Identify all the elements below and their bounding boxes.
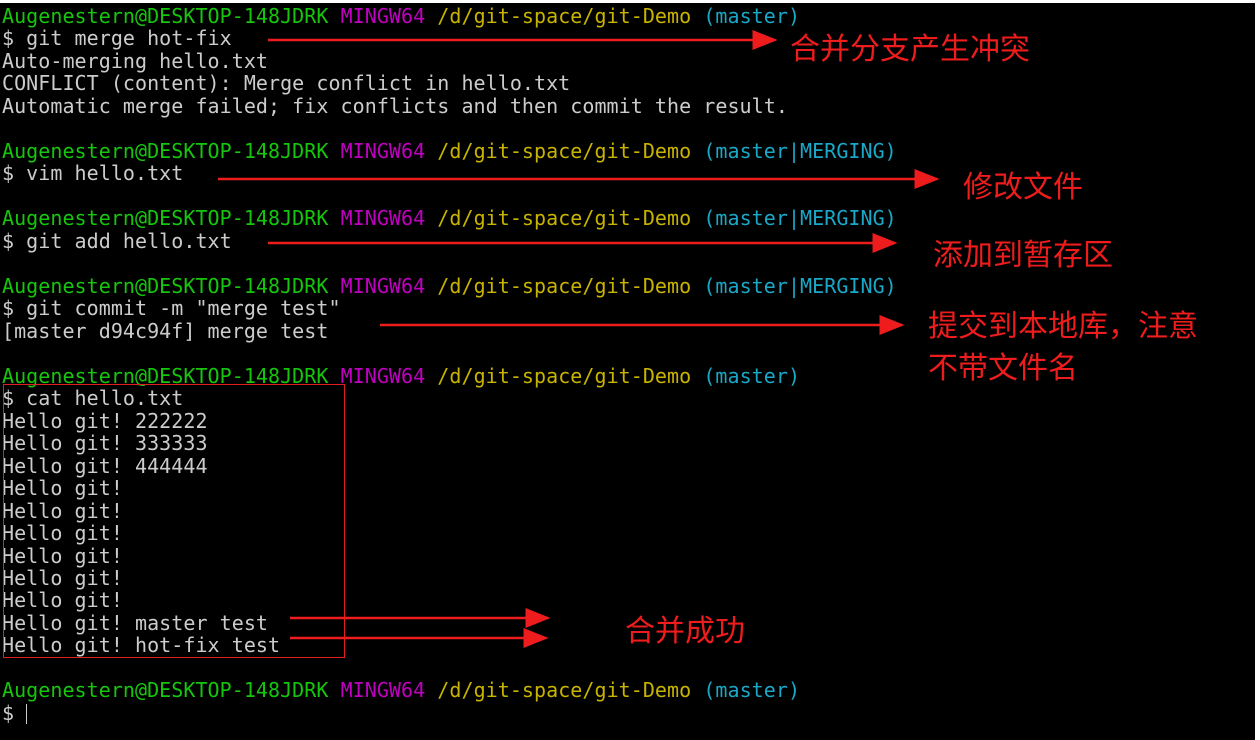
file-content-line: Hello git!: [2, 566, 123, 590]
prompt-user: Augenestern@DESKTOP-148JDRK: [2, 678, 329, 703]
prompt-shell: MINGW64: [340, 138, 426, 163]
annotation-edit-file: 修改文件: [963, 170, 1083, 205]
prompt-shell: MINGW64: [340, 678, 426, 703]
prompt-branch: (master): [703, 363, 801, 388]
prompt-line: Augenestern@DESKTOP-148JDRK MINGW64 /d/g…: [2, 140, 897, 162]
prompt-shell: MINGW64: [340, 273, 426, 298]
annotation-commit-note: 不带文件名: [928, 351, 1078, 386]
output-line: Automatic merge failed; fix conflicts an…: [2, 93, 788, 118]
file-content-line: Hello git! 222222: [2, 408, 208, 433]
file-content-line: Hello git! hot-fix test: [2, 633, 281, 658]
prompt-path: /d/git-space/git-Demo: [437, 138, 692, 163]
prompt-line: Augenestern@DESKTOP-148JDRK MINGW64 /d/g…: [2, 207, 897, 229]
prompt-shell: MINGW64: [340, 363, 426, 388]
command-line: $ cat hello.txt: [2, 386, 184, 411]
prompt-line: Augenestern@DESKTOP-148JDRK MINGW64 /d/g…: [2, 679, 800, 701]
command-line: $ git merge hot-fix: [2, 26, 232, 51]
prompt-branch: (master): [703, 678, 801, 703]
prompt-user: Augenestern@DESKTOP-148JDRK: [2, 138, 329, 163]
command-line: $ vim hello.txt: [2, 161, 184, 186]
annotation-merge-success: 合并成功: [625, 614, 745, 649]
file-content-line: Hello git!: [2, 498, 123, 523]
annotation-stage: 添加到暂存区: [933, 238, 1113, 273]
prompt-path: /d/git-space/git-Demo: [437, 273, 692, 298]
prompt-user: Augenestern@DESKTOP-148JDRK: [2, 4, 329, 28]
annotation-commit: 提交到本地库，注意: [928, 309, 1198, 344]
command-line: $ git add hello.txt: [2, 228, 232, 253]
text-cursor: [26, 704, 28, 725]
output-line: Auto-merging hello.txt: [2, 48, 269, 73]
prompt-shell: MINGW64: [340, 206, 426, 231]
annotation-merge-conflict: 合并分支产生冲突: [790, 32, 1030, 67]
file-content-line: Hello git!: [2, 543, 123, 568]
prompt-user: Augenestern@DESKTOP-148JDRK: [2, 363, 329, 388]
prompt-path: /d/git-space/git-Demo: [437, 4, 692, 28]
file-content-line: Hello git! 444444: [2, 453, 208, 478]
prompt-user: Augenestern@DESKTOP-148JDRK: [2, 206, 329, 231]
prompt-shell: MINGW64: [340, 4, 426, 28]
prompt-user: Augenestern@DESKTOP-148JDRK: [2, 273, 329, 298]
prompt-line: Augenestern@DESKTOP-148JDRK MINGW64 /d/g…: [2, 365, 800, 387]
prompt-path: /d/git-space/git-Demo: [437, 363, 692, 388]
prompt-path: /d/git-space/git-Demo: [437, 206, 692, 231]
prompt-branch: (master|MERGING): [703, 273, 897, 298]
terminal-window[interactable]: [0, 3, 1255, 740]
file-content-line: Hello git!: [2, 521, 123, 546]
command-input-line[interactable]: $: [2, 700, 28, 725]
prompt-path: /d/git-space/git-Demo: [437, 678, 692, 703]
prompt-line: Augenestern@DESKTOP-148JDRK MINGW64 /d/g…: [2, 5, 800, 27]
command-line: $ git commit -m "merge test": [2, 296, 341, 321]
prompt-line: Augenestern@DESKTOP-148JDRK MINGW64 /d/g…: [2, 275, 897, 297]
input-prompt: $: [2, 700, 27, 725]
output-highlight-box: [3, 384, 345, 658]
file-content-line: Hello git! 333333: [2, 431, 208, 456]
file-content-line: Hello git!: [2, 588, 123, 613]
prompt-branch: (master|MERGING): [703, 138, 897, 163]
file-content-line: Hello git!: [2, 476, 123, 501]
output-line: CONFLICT (content): Merge conflict in he…: [2, 71, 571, 96]
output-line: [master d94c94f] merge test: [2, 318, 329, 343]
prompt-branch: (master|MERGING): [703, 206, 897, 231]
file-content-line: Hello git! master test: [2, 610, 269, 635]
prompt-branch: (master): [703, 4, 801, 28]
